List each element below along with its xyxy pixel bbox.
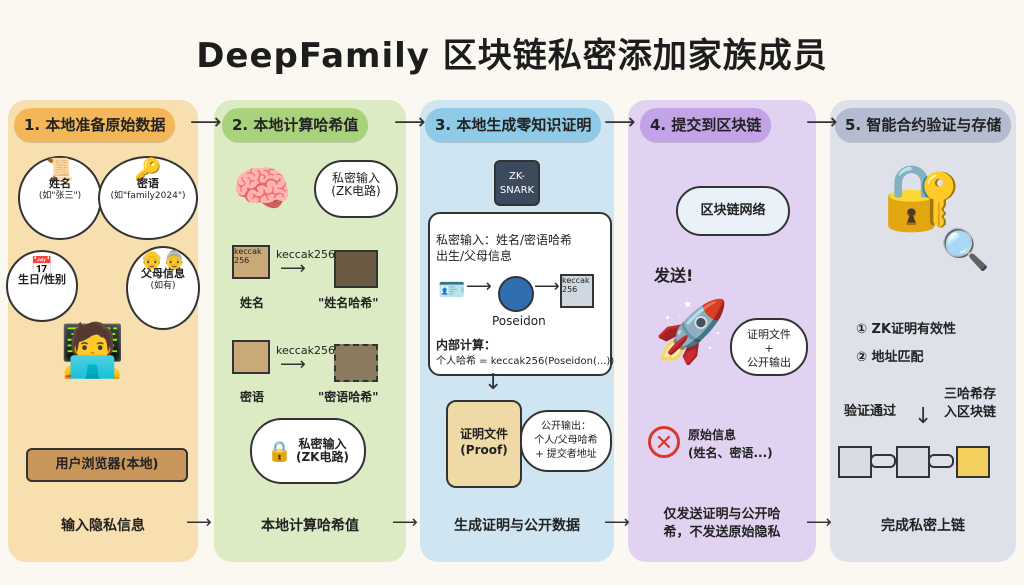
birth-label: 生日/性别 (17, 273, 67, 286)
keccak-cube: keccak 256 (232, 245, 270, 279)
magnifier-icon: 🔍 (940, 227, 990, 273)
original-info-text: 原始信息 (姓名、密语...) (688, 428, 773, 460)
private-input-bubble-2: 🔒 私密输入 (ZK电路) (250, 418, 366, 484)
step5-title: 5. 智能合约验证与存储 (835, 108, 1012, 142)
poseidon-label: Poseidon (492, 314, 546, 328)
scroll-icon: 📜 (46, 158, 74, 183)
birth-bubble: 📅 生日/性别 (6, 250, 78, 322)
locked-block-icon (956, 446, 990, 478)
forbidden-icon: ✕ (648, 426, 680, 458)
block-icon (838, 446, 872, 478)
caption-step5: 完成私密上链 (881, 518, 965, 534)
arrow-right-icon: ⟶ (604, 512, 630, 533)
password-example: (如"family2024") (110, 191, 186, 201)
step4-title: 4. 提交到区块链 (640, 108, 772, 142)
name-example: (如"张三") (38, 191, 82, 201)
family-icon: 👴👵 (140, 250, 186, 271)
arrow-right-icon: ⟶ (186, 512, 212, 533)
network-label: 区块链网络 (700, 203, 766, 218)
caption-step4: 仅发送证明与公开哈 希，不发送原始隐私 (663, 507, 781, 540)
proof-file-text: 证明文件 (Proof) (459, 427, 508, 457)
password-text: 密语 (240, 390, 265, 404)
parents-bubble: 👴👵 父母信息 (如有) (126, 246, 200, 330)
caption-step2: 本地计算哈希值 (261, 518, 359, 534)
arrow-right-icon: ⟶ (534, 276, 560, 297)
step3-title: 3. 本地生成零知识证明 (425, 108, 602, 142)
zk-private-input-text: 私密输入：姓名/密语哈希 出生/父母信息 (436, 233, 573, 263)
step2-title: 2. 本地计算哈希值 (222, 108, 369, 142)
arrow-right-icon: ⟶ (280, 354, 306, 375)
proof-output-bubble: 证明文件 + 公开输出 (730, 318, 808, 376)
arrow-right-icon: ⟶ (392, 512, 418, 533)
internal-calc-label: 内部计算： (436, 338, 497, 352)
key-icon: 🔑 (134, 158, 162, 183)
keccak-label-1: keccak256 (276, 248, 335, 261)
name-hash-text: "姓名哈希" (318, 296, 379, 310)
private-input-bubble: 私密输入 (ZK电路) (314, 160, 398, 218)
chain-icon (870, 454, 896, 468)
name-bubble: 📜 姓名 (如"张三") (18, 156, 102, 240)
cloud-icon: 区块链网络 (676, 186, 790, 236)
arrow-right-icon: ⟶ (806, 512, 832, 533)
rocket-icon: 🚀 (654, 297, 729, 367)
poseidon-icon (498, 276, 534, 312)
arrow-right-icon: ⟶ (394, 110, 426, 135)
check-zk-proof: ① ZK证明有效性 (856, 322, 957, 337)
parents-example: (如有) (150, 281, 176, 291)
arrow-right-icon: ⟶ (280, 258, 306, 279)
arrow-right-icon: ⟶ (190, 110, 222, 135)
keccak-label-2: keccak256 (276, 344, 335, 357)
lock-contract-icon: 🔐 (882, 161, 962, 235)
private-input-text-2: 私密输入 (ZK电路) (295, 437, 349, 464)
send-label: 发送! (654, 266, 694, 285)
public-output-bubble: 公开输出： 个人/父母哈希 + 提交者地址 (520, 410, 612, 472)
calendar-icon: 📅 (30, 256, 54, 277)
caption-step3: 生成证明与公开数据 (454, 518, 580, 534)
arrow-right-icon: ⟶ (604, 110, 636, 135)
password-label: 密语 (137, 177, 159, 190)
lock-icon: 🔒 (267, 438, 292, 463)
page-title: DeepFamily 区块链私密添加家族成员 (196, 36, 828, 76)
caption-step1: 输入隐私信息 (61, 518, 145, 534)
user-laptop-icon: 🧑‍💻 (60, 321, 125, 381)
browser-label: 用户浏览器(本地) (55, 457, 159, 472)
arrow-right-icon: ⟶ (806, 110, 838, 135)
formula-text: 个人哈希 = keccak256(Poseidon(...)) (436, 356, 615, 367)
check-address: ② 地址匹配 (856, 350, 924, 365)
verified-label: 验证通过 (844, 404, 897, 419)
arrow-right-icon: ⟶ (466, 276, 492, 297)
step1-title: 1. 本地准备原始数据 (14, 108, 176, 142)
name-label: 姓名 (49, 177, 71, 190)
name-hash-cube (334, 250, 378, 288)
arrow-down-icon: ↓ (914, 404, 933, 429)
desk: 用户浏览器(本地) (26, 448, 188, 482)
password-bubble: 🔑 密语 (如"family2024") (98, 156, 198, 240)
user-card-icon: 🪪 (438, 278, 466, 303)
store-label: 三哈希存 入区块链 (944, 387, 997, 420)
block-icon (896, 446, 930, 478)
password-hash-cube (334, 344, 378, 382)
name-text: 姓名 (240, 296, 265, 310)
zk-snark-chip-icon: ZK- SNARK (494, 160, 540, 206)
step5-panel (830, 100, 1016, 562)
keccak-cube-2: keccak 256 (560, 274, 594, 308)
password-hash-text: "密语哈希" (318, 390, 379, 404)
chain-icon (928, 454, 954, 468)
proof-scroll: 证明文件 (Proof) (446, 400, 522, 488)
brain-icon: 🧠 (232, 161, 292, 217)
parents-label: 父母信息 (141, 267, 185, 280)
password-cube (232, 340, 270, 374)
arrow-down-icon: ↓ (484, 370, 503, 395)
